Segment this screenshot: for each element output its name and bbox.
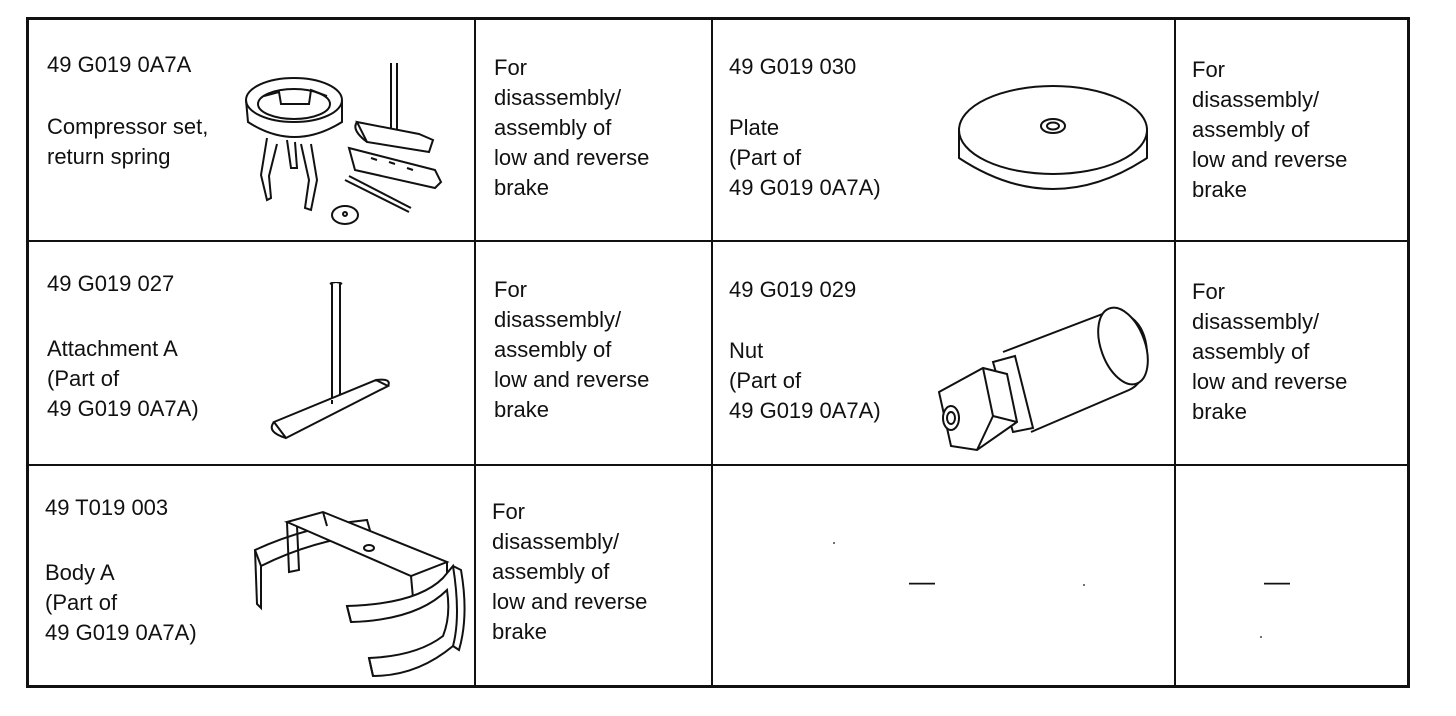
row-divider bbox=[29, 464, 1407, 466]
purpose-cell-empty: — bbox=[1176, 466, 1410, 688]
empty-dash: — bbox=[909, 566, 935, 596]
part-number: 49 T019 003 bbox=[45, 495, 169, 520]
purpose-cell: For disassembly/ assembly of low and rev… bbox=[476, 242, 711, 464]
part-number: 49 G019 0A7A bbox=[47, 52, 192, 77]
purpose-cell: For disassembly/ assembly of low and rev… bbox=[476, 466, 711, 688]
compressor-set-illustration bbox=[239, 60, 469, 230]
purpose-text: For disassembly/ assembly of low and rev… bbox=[492, 499, 648, 644]
part-name: Nut (Part of 49 G019 0A7A) bbox=[729, 338, 881, 423]
plate-illustration bbox=[953, 80, 1153, 200]
purpose-cell: For disassembly/ assembly of low and rev… bbox=[1176, 242, 1410, 464]
column-divider bbox=[474, 20, 476, 685]
tool-cell-empty: — bbox=[713, 466, 1174, 688]
tool-cell-body-a: 49 T019 003 Body A (Part of 49 G019 0A7A… bbox=[29, 466, 474, 688]
purpose-text: For disassembly/ assembly of low and rev… bbox=[494, 277, 650, 422]
part-name: Body A (Part of 49 G019 0A7A) bbox=[45, 560, 197, 645]
part-name: Plate (Part of 49 G019 0A7A) bbox=[729, 115, 881, 200]
part-name: Attachment A (Part of 49 G019 0A7A) bbox=[47, 336, 199, 421]
purpose-cell: For disassembly/ assembly of low and rev… bbox=[476, 20, 711, 240]
purpose-cell: For disassembly/ assembly of low and rev… bbox=[1176, 20, 1410, 240]
tool-cell-plate: 49 G019 030 Plate (Part of 49 G019 0A7A) bbox=[713, 20, 1174, 240]
attachment-a-illustration bbox=[264, 282, 404, 452]
tool-cell-nut: 49 G019 029 Nut (Part of 49 G019 0A7A) bbox=[713, 242, 1174, 464]
part-number: 49 G019 030 bbox=[729, 54, 857, 79]
empty-purpose-dash: — bbox=[1264, 566, 1290, 596]
part-number: 49 G019 029 bbox=[729, 277, 857, 302]
tool-cell-attachment-a: 49 G019 027 Attachment A (Part of 49 G01… bbox=[29, 242, 474, 464]
row-divider bbox=[29, 240, 1407, 242]
purpose-text: For disassembly/ assembly of low and rev… bbox=[1192, 279, 1348, 424]
part-number: 49 G019 027 bbox=[47, 271, 175, 296]
body-a-illustration bbox=[247, 486, 477, 686]
special-tools-table: 49 G019 0A7A Compressor set, return spri… bbox=[26, 17, 1410, 688]
column-divider bbox=[711, 20, 713, 685]
purpose-text: For disassembly/ assembly of low and rev… bbox=[1192, 57, 1348, 202]
tool-cell-compressor-set: 49 G019 0A7A Compressor set, return spri… bbox=[29, 20, 474, 240]
nut-illustration bbox=[923, 282, 1163, 452]
column-divider bbox=[1174, 20, 1176, 685]
purpose-text: For disassembly/ assembly of low and rev… bbox=[494, 55, 650, 200]
part-name: Compressor set, return spring bbox=[47, 114, 209, 169]
